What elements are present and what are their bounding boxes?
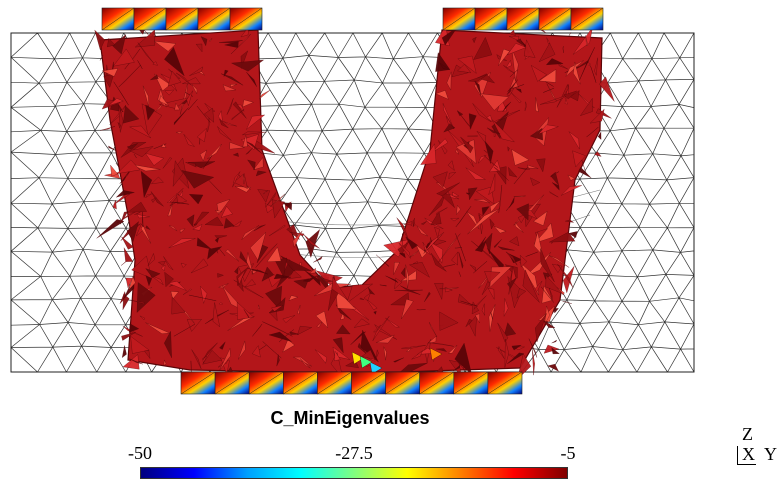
boundary-tiles	[101, 7, 604, 395]
axis-z-label: Z	[742, 424, 753, 444]
axis-x-label: X	[742, 444, 755, 464]
colorbar	[140, 467, 568, 479]
eigenvalue-surface	[94, 19, 615, 384]
colorbar-mid-label: -27.5	[335, 443, 373, 463]
orientation-axes: Z X Y	[734, 424, 784, 474]
axis-y-label: Y	[764, 444, 777, 464]
axis-corner-icon	[737, 446, 756, 465]
colorbar-max-label: -5	[560, 443, 576, 463]
colorbar-title: C_MinEigenvalues	[270, 408, 430, 428]
colorbar-min-label: -50	[128, 443, 152, 463]
